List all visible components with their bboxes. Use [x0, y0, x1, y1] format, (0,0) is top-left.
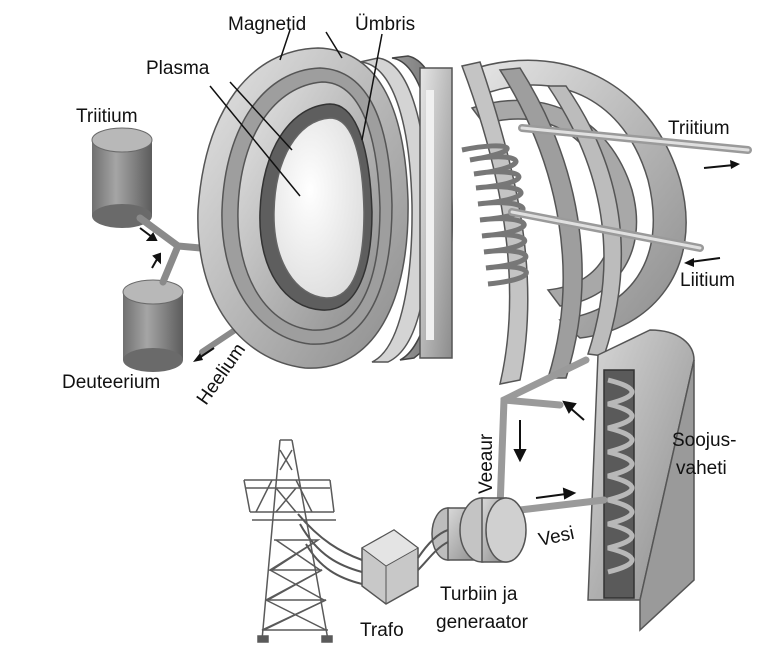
steam-pipe: [496, 356, 590, 512]
label-soojus-line1: Soojus-: [672, 430, 736, 451]
leader-lines: [209, 29, 383, 197]
water-flow-arrow: [535, 487, 577, 500]
label-magnetid: Magnetid: [228, 14, 306, 35]
plasma-chamber: [273, 117, 365, 299]
deuterium-tank: [122, 279, 184, 372]
transformer: [361, 529, 419, 605]
label-deuteerium: Deuteerium: [62, 372, 160, 393]
label-umbris: Ümbris: [355, 14, 415, 35]
label-soojus-line2: vaheti: [676, 458, 727, 479]
heat-exchanger: [587, 329, 695, 632]
label-turbiin-line1: Turbiin ja: [440, 584, 518, 605]
tritium-out-arrow: [730, 160, 740, 169]
power-cables: [297, 513, 449, 585]
fuel-flow-arrows: [139, 227, 161, 269]
lithium-in-pipe: [508, 208, 721, 267]
helium-arrow: [193, 353, 203, 362]
label-trafo: Trafo: [360, 620, 404, 641]
label-plasma: Plasma: [146, 58, 210, 79]
label-triitium-right: Triitium: [668, 118, 730, 139]
turbine-generator: [431, 497, 527, 563]
label-turbiin-line2: generaator: [436, 612, 529, 633]
power-pylon: [243, 439, 336, 643]
central-solenoid: [419, 67, 453, 359]
water-pipe: [516, 496, 608, 514]
blanket-coil: [461, 143, 529, 287]
steam-flow-arrow: [513, 400, 585, 463]
heat-exchanger-coil: [607, 377, 635, 575]
label-triitium-left: Triitium: [76, 106, 138, 127]
label-vesi: Vesi: [537, 523, 577, 551]
label-veeaur: Veeaur: [476, 433, 497, 494]
tritium-tank: [91, 127, 153, 228]
label-liitium: Liitium: [680, 270, 735, 291]
lithium-in-arrow: [684, 258, 694, 267]
tritium-out-pipe: [518, 124, 752, 169]
